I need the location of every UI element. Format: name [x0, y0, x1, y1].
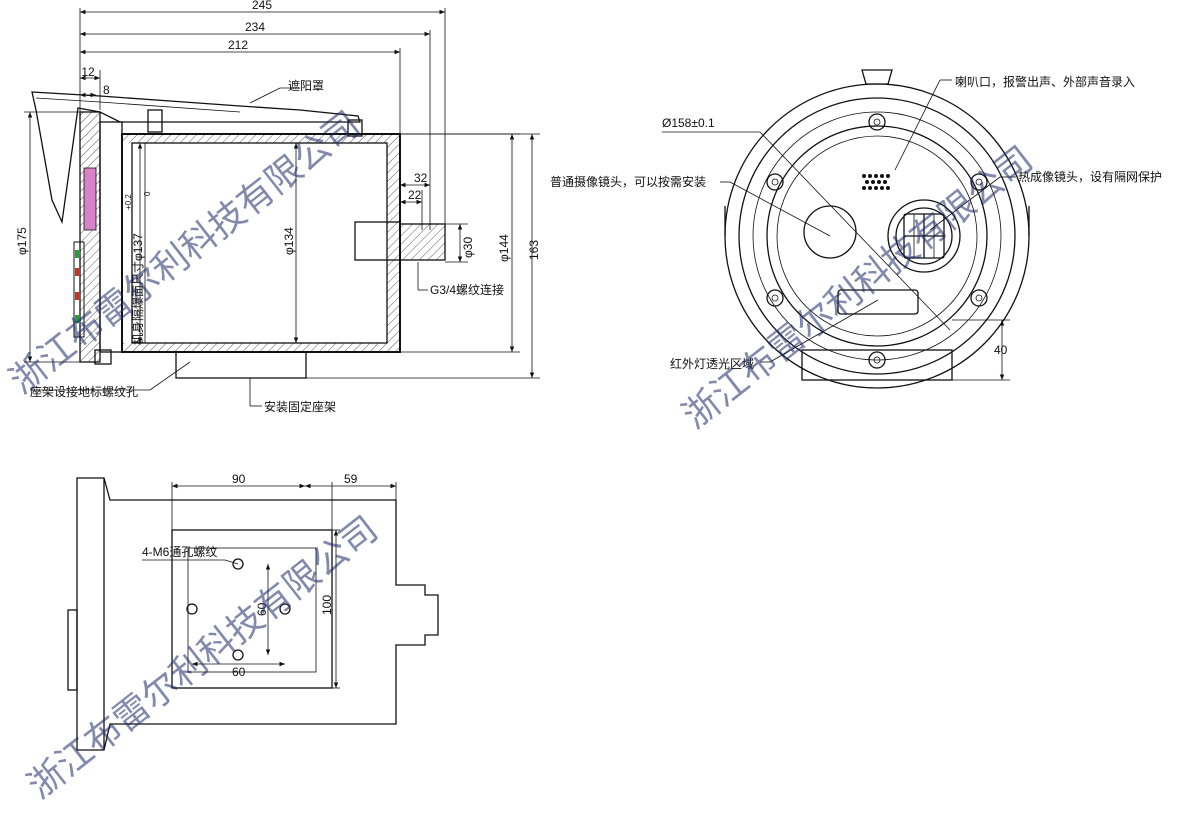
- dim-30: φ30: [461, 237, 475, 258]
- bolt-holes: [766, 113, 988, 369]
- label-diameter-158: Ø158±0.1: [662, 116, 715, 130]
- bottom-view: 90 59 100 60 60 4-M6通孔螺纹: [67, 472, 439, 751]
- label-ground-hole: 座架设接地标螺纹孔: [30, 384, 138, 399]
- dim-163: 163: [527, 240, 541, 260]
- watermark-2: 浙江布雷尔利科技有限公司: [675, 139, 1041, 437]
- ir-window: [837, 289, 919, 315]
- label-speaker: 喇叭口，报警出声、外部声音录入: [955, 74, 1135, 89]
- watermark-1: 浙江布雷尔利科技有限公司: [2, 104, 368, 402]
- dim-8: 8: [103, 83, 110, 97]
- speaker-grille: [862, 174, 890, 190]
- label-ir-zone: 红外灯透光区域: [670, 356, 754, 371]
- housing-body: φ134 机身隔爆面尺寸φ137 +0.2 0: [121, 133, 401, 379]
- left-dimension: φ175: [15, 111, 80, 363]
- label-g34-thread: G3/4螺纹连接: [430, 282, 504, 297]
- thermal-lens: [887, 199, 961, 273]
- label-bracket: 安装固定座架: [264, 399, 336, 414]
- label-sunshade: 遮阳罩: [288, 78, 324, 93]
- dim-32: 32: [414, 171, 428, 185]
- dim-60-horizontal: 60: [232, 665, 246, 679]
- sunshade: 遮阳罩: [31, 78, 363, 225]
- front-view: 喇叭口，报警出声、外部声音录入 Ø158±0.1 普通摄像镜头，可以按需安装 热…: [550, 69, 1162, 389]
- label-camera: 普通摄像镜头，可以按需安装: [550, 174, 706, 189]
- right-dimensions: φ144 163: [300, 133, 541, 379]
- dim-90: 90: [232, 472, 246, 486]
- dim-137-tol-upper: +0.2: [124, 194, 133, 210]
- dim-60-vertical: 60: [255, 602, 269, 616]
- dim-137: 机身隔爆面尺寸φ137: [130, 233, 145, 345]
- dim-144: φ144: [497, 234, 511, 262]
- top-dimensions: 245 234 212 12 8: [79, 0, 446, 230]
- dim-22: 22: [408, 188, 422, 202]
- dim-59: 59: [344, 472, 358, 486]
- watermarks: 浙江布雷尔利科技有限公司 浙江布雷尔利科技有限公司 浙江布雷尔利科技有限公司: [2, 104, 1041, 807]
- dim-234: 234: [245, 20, 265, 34]
- rear-connector: 32 22 φ30 G3/4螺纹连接: [354, 171, 504, 297]
- side-view: 245 234 212 12 8 遮阳罩: [15, 0, 541, 414]
- dim-245: 245: [252, 0, 272, 12]
- dim-40: 40: [994, 343, 1008, 357]
- label-m6-holes: 4-M6通孔螺纹: [142, 545, 217, 559]
- dim-100: 100: [320, 595, 334, 615]
- label-thermal: 热成像镜头，设有隔网保护: [1018, 169, 1162, 184]
- dim-134: φ134: [282, 227, 296, 255]
- dim-212: 212: [228, 38, 248, 52]
- camera-lens: [803, 205, 857, 259]
- dim-175: φ175: [15, 227, 29, 255]
- dim-137-tol-lower: 0: [143, 191, 152, 196]
- dim-12: 12: [81, 65, 95, 79]
